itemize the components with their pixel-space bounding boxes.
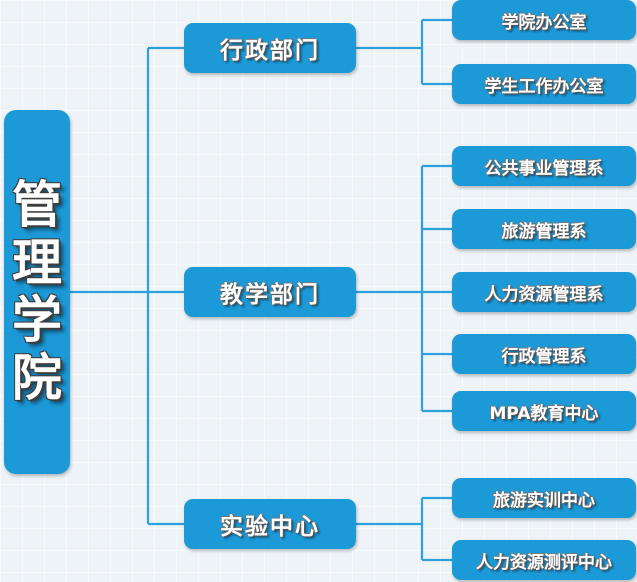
unit-node-hr-assessment-center: 人力资源测评中心 <box>452 540 636 580</box>
unit-node-tourism-management-dept: 旅游管理系 <box>452 209 636 249</box>
unit-node-mpa-education-center: MPA教育中心 <box>452 391 636 431</box>
unit-node-college-office: 学院办公室 <box>452 0 636 40</box>
dept-node-lab: 实验中心 <box>184 499 356 549</box>
root-char-2: 理 <box>12 233 62 292</box>
unit-node-student-affairs-office: 学生工作办公室 <box>452 64 636 104</box>
unit-node-human-resources-dept: 人力资源管理系 <box>452 272 636 312</box>
unit-node-tourism-training-center: 旅游实训中心 <box>452 478 636 518</box>
root-char-4: 院 <box>12 348 62 407</box>
unit-node-public-administration-dept: 公共事业管理系 <box>452 146 636 186</box>
dept-node-admin: 行政部门 <box>184 23 356 73</box>
dept-node-teaching: 教学部门 <box>184 267 356 317</box>
root-char-3: 学 <box>12 291 62 349</box>
unit-node-administrative-management-dept: 行政管理系 <box>452 334 636 374</box>
root-char-1: 管 <box>12 176 62 234</box>
root-node-school-of-management: 管 理 学 院 <box>4 110 70 474</box>
